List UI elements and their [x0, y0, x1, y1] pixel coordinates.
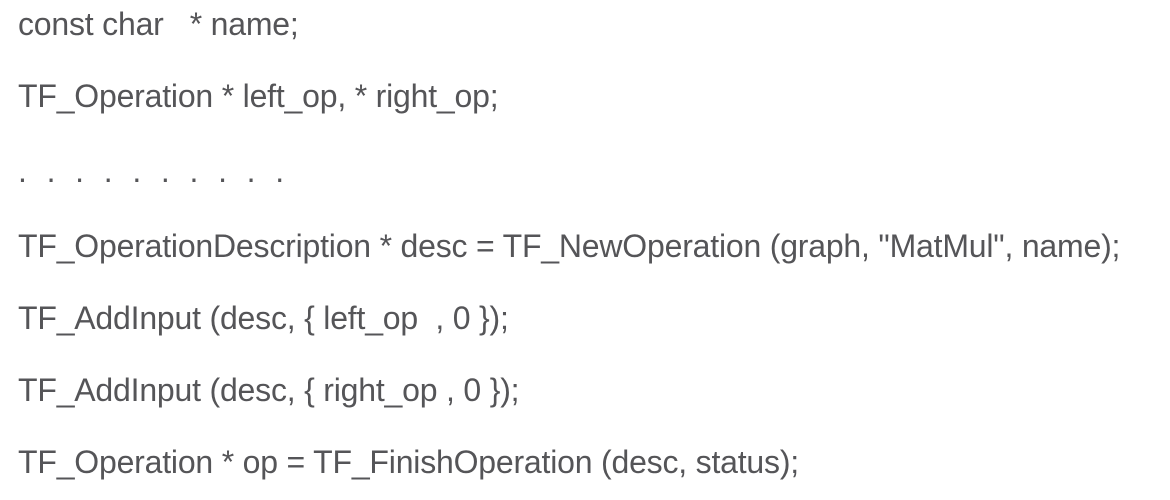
code-line-ellipsis-separator: . . . . . . . . . . — [18, 153, 290, 189]
code-line-add-input-right: TF_AddInput (desc, { right_op , 0 }); — [18, 372, 520, 408]
code-line-finish-operation: TF_Operation * op = TF_FinishOperation (… — [18, 444, 799, 480]
code-line-decl-name: const char * name; — [18, 6, 299, 42]
code-line-decl-operands: TF_Operation * left_op, * right_op; — [18, 78, 499, 114]
code-line-new-operation: TF_OperationDescription * desc = TF_NewO… — [18, 228, 1121, 264]
code-line-add-input-left: TF_AddInput (desc, { left_op , 0 }); — [18, 300, 509, 336]
